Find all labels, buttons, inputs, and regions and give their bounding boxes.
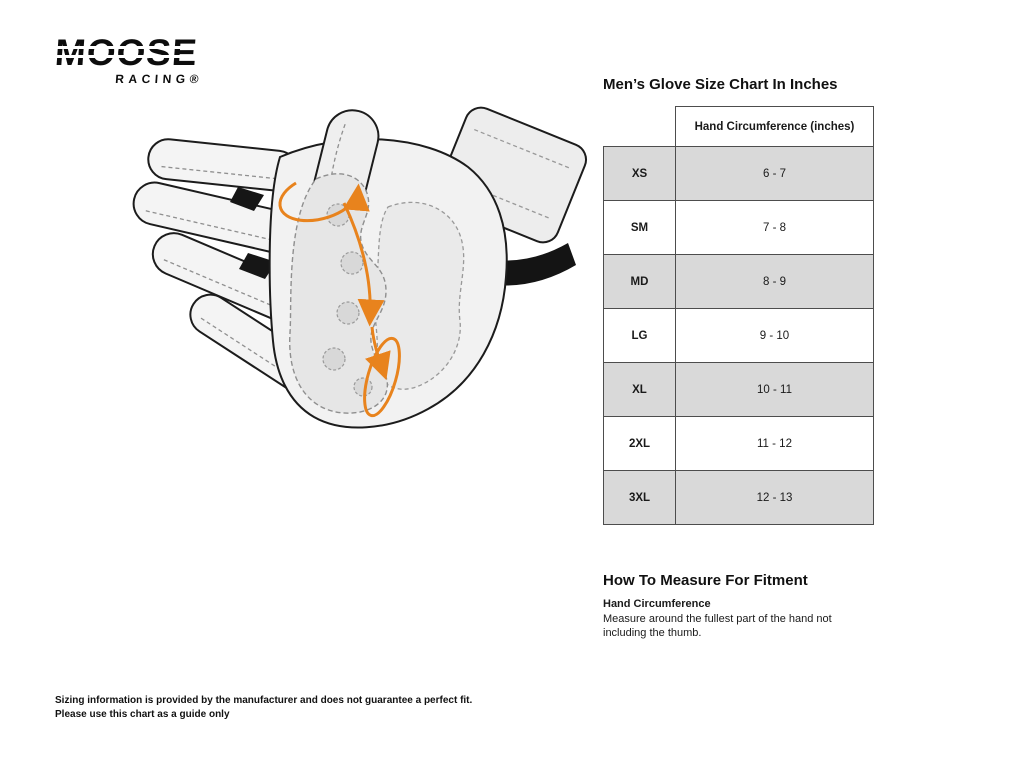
range-cell: 9 - 10 (675, 308, 874, 363)
range-cell: 7 - 8 (675, 200, 874, 255)
table-corner-cell (603, 106, 676, 147)
measurement-arrows (278, 181, 401, 418)
how-to-measure-title: How To Measure For Fitment (603, 572, 808, 589)
range-cell: 12 - 13 (675, 470, 874, 525)
range-cell: 11 - 12 (675, 416, 874, 471)
range-cell: 8 - 9 (675, 254, 874, 309)
hand-circumference-header: Hand Circumference (inches) (675, 106, 874, 147)
disclaimer-line-2: Please use this chart as a guide only (55, 709, 230, 720)
size-cell: LG (603, 308, 676, 363)
how-to-measure-section: How To Measure For Fitment Hand Circumfe… (603, 572, 875, 641)
table-row: XL 10 - 11 (603, 362, 874, 417)
size-cell: SM (603, 200, 676, 255)
disclaimer-line-1: Sizing information is provided by the ma… (55, 695, 473, 706)
logo-stencil-stripe (52, 55, 208, 58)
table-row: 2XL 11 - 12 (603, 416, 874, 471)
table-header-row: Hand Circumference (inches) (603, 106, 874, 147)
moose-racing-logo: MOOSE RACING® (52, 32, 208, 86)
size-cell: 3XL (603, 470, 676, 525)
size-cell: XS (603, 146, 676, 201)
glove-illustration (132, 106, 587, 429)
table-row: MD 8 - 9 (603, 254, 874, 309)
measure-instructions: Measure around the fullest part of the h… (603, 613, 832, 639)
table-row: SM 7 - 8 (603, 200, 874, 255)
range-cell: 10 - 11 (675, 362, 874, 417)
size-cell: XL (603, 362, 676, 417)
table-row: 3XL 12 - 13 (603, 470, 874, 525)
hand-circumference-subtitle: Hand Circumference (603, 598, 711, 610)
range-cell: 6 - 7 (675, 146, 874, 201)
logo-text-racing: RACING® (114, 72, 204, 86)
size-cell: MD (603, 254, 676, 309)
logo-text-moose: MOOSE (53, 32, 200, 73)
table-row: XS 6 - 7 (603, 146, 874, 201)
disclaimer: Sizing information is provided by the ma… (55, 694, 472, 722)
logo-stencil-stripe (52, 46, 208, 49)
size-chart-title: Men’s Glove Size Chart In Inches (603, 76, 838, 93)
size-cell: 2XL (603, 416, 676, 471)
size-chart-table: Hand Circumference (inches) XS 6 - 7 SM … (603, 106, 874, 525)
table-row: LG 9 - 10 (603, 308, 874, 363)
